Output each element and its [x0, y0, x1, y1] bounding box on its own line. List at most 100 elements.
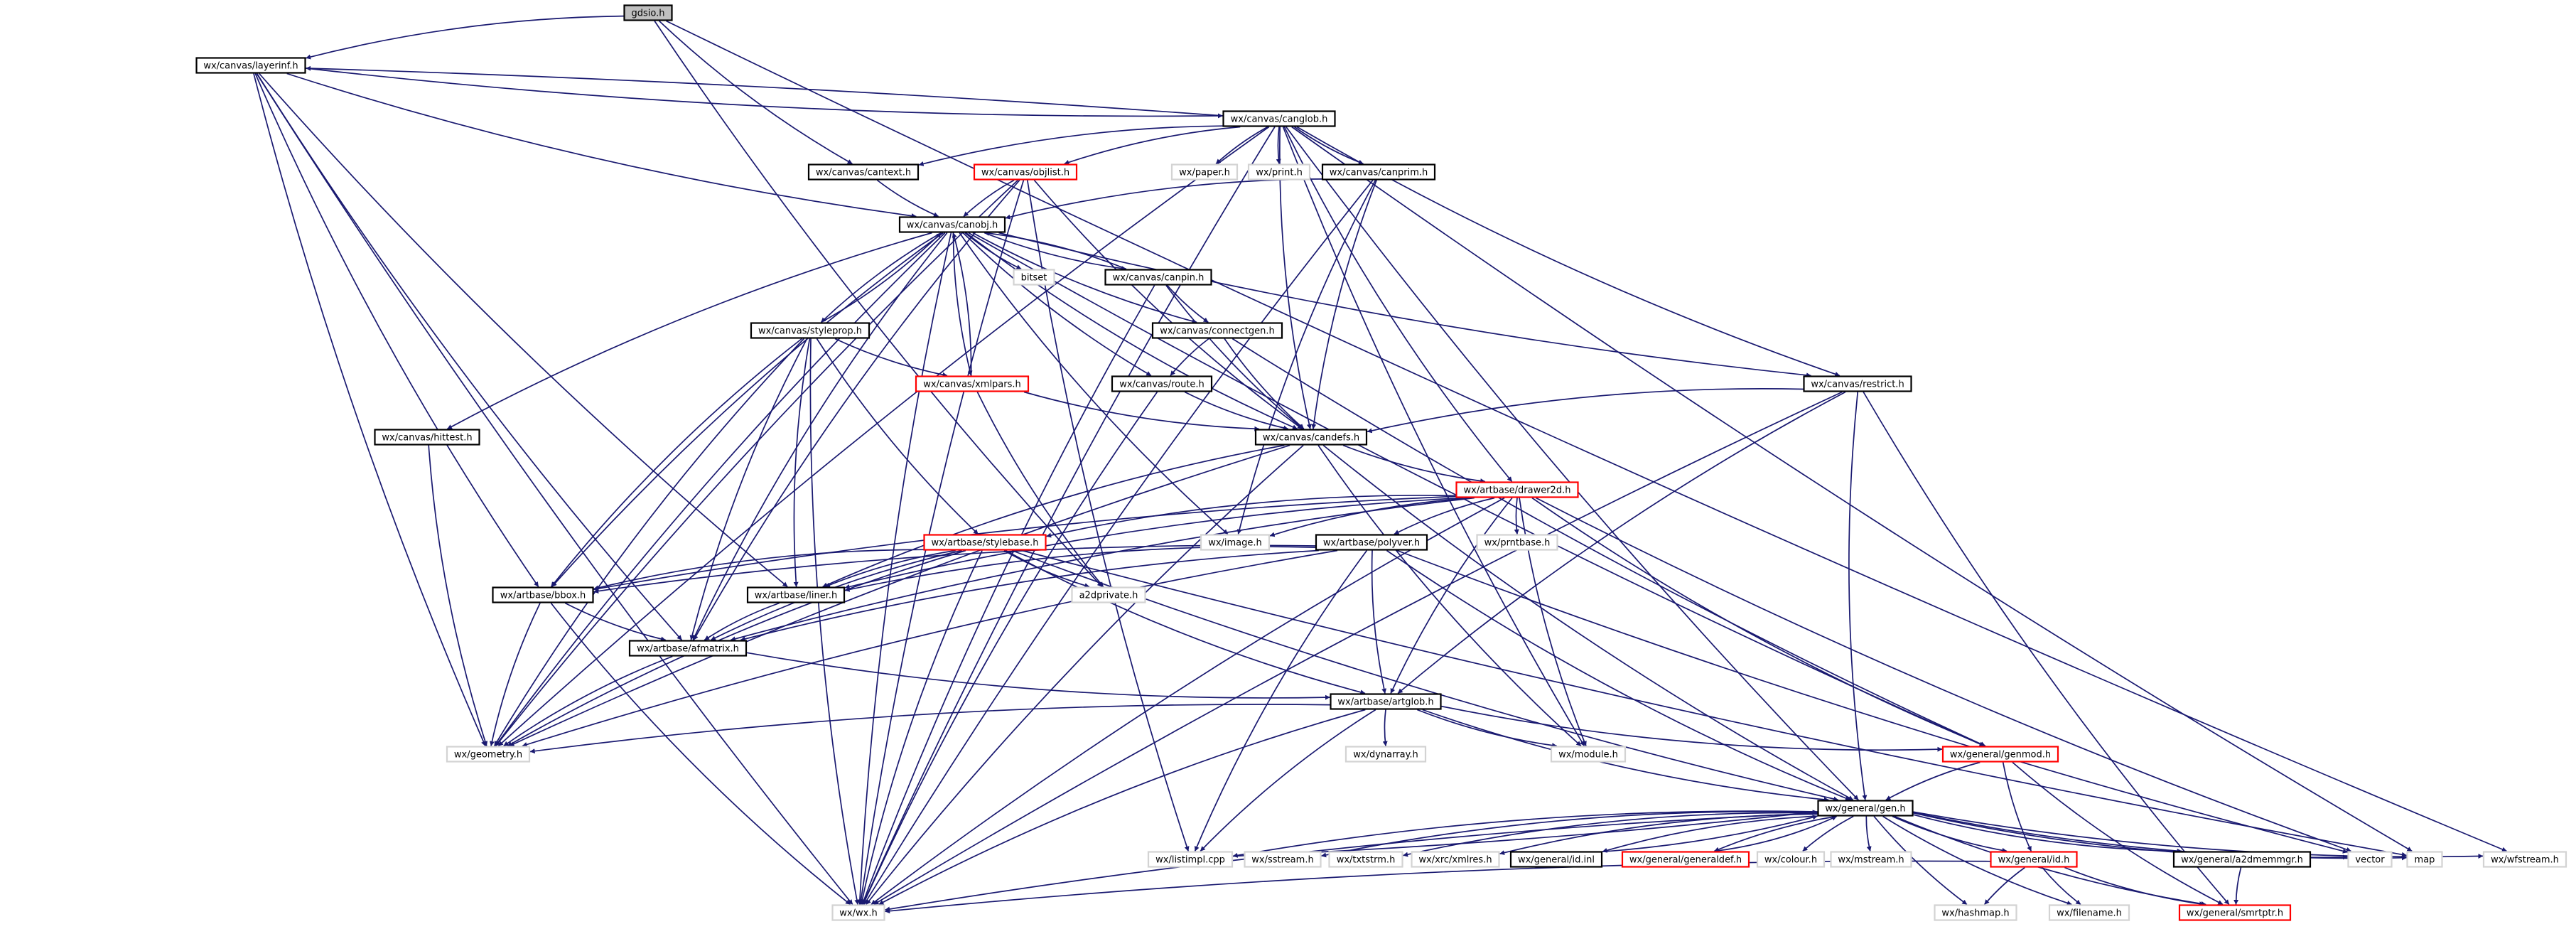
node-dynarray[interactable]: wx/dynarray.h	[1344, 746, 1427, 763]
node-label: wx/artbase/drawer2d.h	[1464, 485, 1571, 496]
edge-drawer2d-to-bbox	[593, 495, 1456, 591]
node-idinl[interactable]: wx/general/id.inl	[1509, 851, 1603, 868]
node-xmlres[interactable]: wx/xrc/xmlres.h	[1411, 851, 1500, 868]
edge-gen-to-colour	[1802, 815, 1854, 852]
node-box	[807, 163, 920, 181]
node-prntbase[interactable]: wx/prntbase.h	[1476, 534, 1558, 551]
node-print[interactable]: wx/print.h	[1247, 163, 1311, 181]
edge-artglob-to-module	[1416, 709, 1558, 748]
edge-candefs-to-liner	[822, 444, 1285, 588]
edge-objlist-to-afmatrix	[693, 179, 1020, 640]
node-box	[1170, 163, 1239, 181]
edge-canpin-to-candefs	[1165, 284, 1304, 430]
node-label: wx/colour.h	[1764, 855, 1817, 866]
node-module[interactable]: wx/module.h	[1550, 746, 1627, 763]
edge-styleprop-to-bbox	[550, 338, 802, 588]
edge-layerinf-to-canglob	[306, 68, 1223, 119]
node-gdsio[interactable]: gdsio.h	[623, 4, 673, 21]
node-mstream[interactable]: wx/mstream.h	[1830, 851, 1912, 868]
node-box	[973, 163, 1078, 181]
node-cantext[interactable]: wx/canvas/cantext.h	[807, 163, 920, 181]
node-box	[1315, 534, 1428, 551]
node-objlist[interactable]: wx/canvas/objlist.h	[973, 163, 1078, 181]
node-box	[2048, 904, 2130, 921]
node-box	[1330, 693, 1442, 710]
node-liner[interactable]: wx/artbase/liner.h	[746, 586, 846, 603]
node-label: gdsio.h	[632, 9, 665, 19]
edge-stylebase-to-liner	[824, 549, 956, 588]
node-genmod[interactable]: wx/general/genmod.h	[1941, 746, 2059, 763]
node-box	[2406, 851, 2443, 868]
node-hashmap[interactable]: wx/hashmap.h	[1934, 904, 2017, 921]
node-a2dmemmgr[interactable]: wx/general/a2dmemmgr.h	[2172, 851, 2312, 868]
edge-canpin-to-canobj	[983, 230, 1127, 270]
node-image[interactable]: wx/image.h	[1200, 534, 1271, 551]
edge-drawer2d-to-polyver	[1394, 497, 1495, 535]
node-label: wx/wfstream.h	[2491, 855, 2559, 866]
edge-canobj-to-image	[959, 232, 1229, 535]
edge-canobj-to-genmod	[968, 232, 1985, 747]
edge-restrict-to-wx	[873, 391, 1843, 906]
edge-polyver-to-artglob	[1371, 550, 1387, 694]
node-drawer2d[interactable]: wx/artbase/drawer2d.h	[1455, 481, 1579, 498]
edge-artglob-to-gen	[1422, 709, 1829, 802]
node-canglob[interactable]: wx/canvas/canglob.h	[1222, 110, 1336, 127]
node-txtstrm[interactable]: wx/txtstrm.h	[1328, 851, 1403, 868]
node-map[interactable]: map	[2406, 851, 2443, 868]
node-label: wx/general/genmod.h	[1950, 750, 2051, 761]
edge-genmod-to-smrtptr	[2012, 761, 2224, 906]
edge-xmlpars-to-a2dprivate	[976, 392, 1104, 588]
edge-cantext-to-canobj	[876, 179, 939, 218]
node-listimpl[interactable]: wx/listimpl.cpp	[1147, 851, 1234, 868]
node-canobj[interactable]: wx/canvas/canobj.h	[898, 216, 1006, 233]
edge-canobj-to-bbox	[551, 232, 944, 588]
edge-gen-to-idinl	[1602, 815, 1818, 853]
node-polyver[interactable]: wx/artbase/polyver.h	[1315, 534, 1428, 551]
node-connectgen[interactable]: wx/canvas/connectgen.h	[1151, 322, 1283, 339]
node-box	[2482, 851, 2567, 868]
node-hittest[interactable]: wx/canvas/hittest.h	[374, 429, 480, 446]
edge-drawer2d-to-stylebase	[1046, 495, 1456, 538]
node-restrict[interactable]: wx/canvas/restrict.h	[1803, 375, 1912, 392]
node-bbox[interactable]: wx/artbase/bbox.h	[492, 586, 594, 603]
node-stylebase[interactable]: wx/artbase/stylebase.h	[923, 534, 1047, 551]
edge-canobj-to-wx	[857, 232, 952, 905]
node-a2dprivate[interactable]: a2dprivate.h	[1071, 586, 1146, 603]
node-wfstream[interactable]: wx/wfstream.h	[2482, 851, 2567, 868]
node-sstream[interactable]: wx/sstream.h	[1244, 851, 1322, 868]
node-label: wx/sstream.h	[1251, 855, 1313, 866]
node-vector[interactable]: vector	[2347, 851, 2393, 868]
node-gen[interactable]: wx/general/gen.h	[1817, 800, 1914, 817]
node-box	[446, 746, 531, 763]
node-bitset[interactable]: bitset	[1013, 269, 1055, 286]
edge-xmlpars-to-candefs	[1023, 391, 1260, 431]
node-route[interactable]: wx/canvas/route.h	[1111, 375, 1213, 392]
node-afmatrix[interactable]: wx/artbase/afmatrix.h	[628, 640, 748, 657]
node-layerinf[interactable]: wx/canvas/layerinf.h	[195, 57, 306, 74]
node-xmlpars[interactable]: wx/canvas/xmlpars.h	[915, 375, 1030, 392]
node-colour[interactable]: wx/colour.h	[1756, 851, 1826, 868]
node-canprim[interactable]: wx/canvas/canprim.h	[1321, 163, 1436, 181]
edge-artglob-to-dynarray	[1382, 709, 1388, 746]
node-geometry[interactable]: wx/geometry.h	[446, 746, 531, 763]
node-idh[interactable]: wx/general/id.h	[1990, 851, 2078, 868]
node-label: wx/canvas/canobj.h	[907, 220, 998, 231]
node-filename[interactable]: wx/filename.h	[2048, 904, 2130, 921]
node-smrtptr[interactable]: wx/general/smrtptr.h	[2178, 904, 2292, 921]
edge-stylebase-to-map	[1021, 549, 2407, 857]
node-generaldef[interactable]: wx/general/generaldef.h	[1621, 851, 1750, 868]
edge-gen-to-sstream	[1321, 810, 1818, 858]
node-artglob[interactable]: wx/artbase/artglob.h	[1330, 693, 1442, 710]
node-label: wx/filename.h	[2057, 908, 2122, 919]
edge-gdsio-to-a2dprivate	[654, 21, 1103, 588]
node-canpin[interactable]: wx/canvas/canpin.h	[1104, 269, 1212, 286]
edge-gen-to-wx	[885, 812, 1818, 912]
edge-layerinf-to-bbox	[254, 73, 539, 587]
node-label: wx/canvas/connectgen.h	[1160, 326, 1275, 337]
edge-canobj-to-canpin	[983, 232, 1127, 272]
node-wx[interactable]: wx/wx.h	[831, 904, 885, 921]
node-candefs[interactable]: wx/canvas/candefs.h	[1254, 429, 1368, 446]
node-paper[interactable]: wx/paper.h	[1170, 163, 1239, 181]
node-styleprop[interactable]: wx/canvas/styleprop.h	[750, 322, 871, 339]
node-label: wx/canvas/candefs.h	[1263, 433, 1359, 444]
